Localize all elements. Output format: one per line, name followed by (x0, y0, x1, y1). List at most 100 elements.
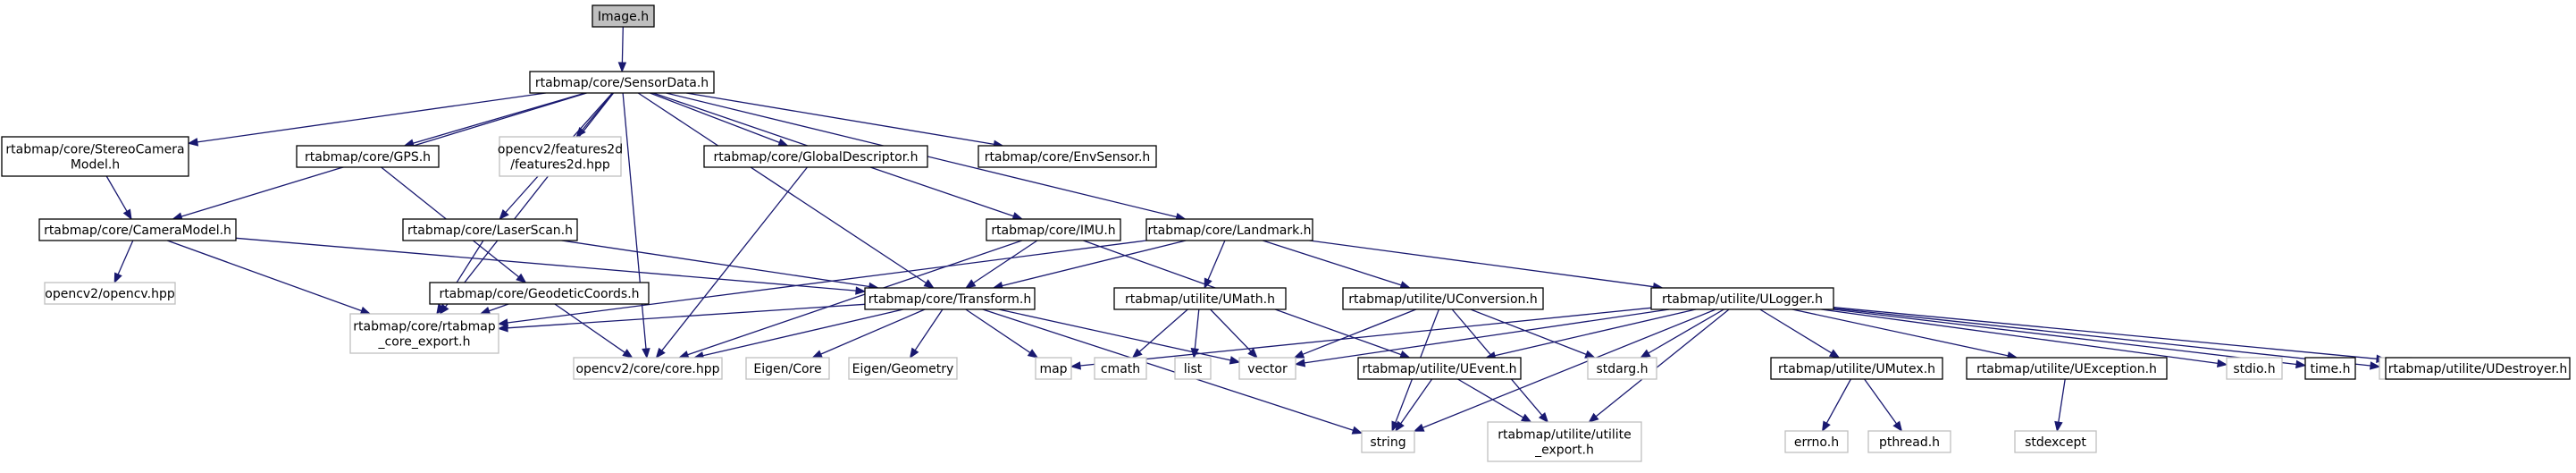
edge-arrowhead (187, 138, 199, 147)
node-stdarg-h: stdarg.h (1587, 357, 1657, 380)
edge-ulogger_h-to-stdio_h (1821, 308, 2228, 368)
edge-ulogger_h-to-time_h (1833, 308, 2307, 369)
node-umutex-h[interactable]: rtabmap/utilite/UMutex.h (1770, 357, 1943, 380)
node-label: rtabmap/core/LaserScan.h (407, 224, 573, 238)
edge-line (1833, 308, 2371, 367)
edge-arrowhead (1131, 348, 1143, 359)
edge-uexception_h-to-stdexcept (2054, 378, 2066, 433)
node-label: _core_export.h (378, 335, 471, 350)
edge-arrowhead (2054, 420, 2063, 433)
node-utilite-export-h: rtabmap/utilite/utilite_export.h (1487, 421, 1642, 462)
edge-line (1759, 308, 1833, 354)
edge-line (1864, 378, 1898, 425)
node-errno-h: errno.h (1784, 430, 1849, 453)
node-envsensor-h[interactable]: rtabmap/core/EnvSensor.h (978, 145, 1157, 168)
edge-line (650, 92, 780, 144)
edge-ulogger_h-to-string (1413, 308, 1716, 432)
node-ulogger-h[interactable]: rtabmap/utilite/ULogger.h (1650, 287, 1834, 310)
edge-umath_h-to-vector (1210, 308, 1258, 359)
node-globaldescriptor-h[interactable]: rtabmap/core/GlobalDescriptor.h (703, 145, 928, 168)
node-time-h[interactable]: time.h (2304, 357, 2356, 380)
edge-landmark_h-to-umath_h (1204, 240, 1226, 290)
edge-arrowhead (1247, 348, 1258, 359)
edge-line (1422, 308, 1716, 429)
edge-arrowhead (1294, 359, 1306, 367)
edge-uevent_h-to-string (1395, 378, 1433, 433)
edge-umutex_h-to-errno_h (1821, 378, 1851, 433)
edge-arrowhead (1538, 411, 1549, 424)
edge-line (622, 92, 647, 350)
node-sensordata-h[interactable]: rtabmap/core/SensorData.h (529, 71, 715, 94)
edge-line (105, 175, 128, 212)
node-label: pthread.h (1879, 435, 1940, 450)
edge-line (1825, 378, 1851, 424)
node-label: rtabmap/utilite/UException.h (1976, 362, 2157, 376)
node-label: stdio.h (2233, 362, 2275, 376)
node-geodeticcoords-h[interactable]: rtabmap/core/GeodeticCoords.h (429, 282, 650, 305)
nodes-layer: Image.h rtabmap/core/SensorData.h rtabmap/… (1, 4, 2571, 462)
node-laserscan-h[interactable]: rtabmap/core/LaserScan.h (402, 218, 578, 241)
edge-arrowhead (122, 208, 132, 221)
edge-line (1821, 308, 2219, 365)
node-cameramodel-h[interactable]: rtabmap/core/CameraModel.h (38, 218, 237, 241)
node-label: cmath (1101, 362, 1140, 376)
edge-arrowhead (964, 279, 977, 289)
edge-line (1302, 308, 1417, 355)
node-uevent-h[interactable]: rtabmap/utilite/UEvent.h (1357, 357, 1522, 380)
edge-line (1833, 308, 2297, 366)
node-box (1587, 357, 1657, 380)
edge-geodeticcoords_h-to-core_hpp (554, 303, 634, 359)
node-image-h[interactable]: Image.h (592, 4, 655, 28)
edge-arrowhead (1204, 277, 1212, 290)
edge-arrowhead (617, 62, 627, 73)
edge-line (117, 240, 134, 275)
node-label: rtabmap/core/StereoCamera (5, 143, 184, 157)
edge-ulogger_h-to-uevent_h (1484, 308, 1696, 360)
edge-line (637, 92, 927, 284)
node-transform-h[interactable]: rtabmap/core/Transform.h (864, 287, 1036, 310)
node-gps-h[interactable]: rtabmap/core/GPS.h (296, 145, 440, 168)
node-box (349, 313, 499, 354)
node-label: opencv2/opencv.hpp (45, 287, 175, 301)
edge-arrowhead (2370, 361, 2381, 370)
edge-arrowhead (2295, 359, 2307, 369)
node-string: string (1361, 430, 1415, 453)
edge-line (1309, 240, 1654, 288)
edge-line (2058, 378, 2066, 423)
edge-cameramodel_h-to-transform_h (235, 237, 867, 295)
edge-line (489, 303, 509, 312)
node-box (1784, 430, 1849, 453)
node-label: opencv2/core/core.hpp (575, 362, 719, 376)
node-box (986, 218, 1121, 241)
node-map: map (1035, 357, 1072, 380)
node-imu-h[interactable]: rtabmap/core/IMU.h (986, 218, 1121, 241)
edge-line (702, 308, 904, 357)
edge-arrowhead (1821, 420, 1831, 433)
edge-umath_h-to-list (1190, 308, 1200, 359)
edge-imu_h-to-transform_h (964, 240, 1038, 289)
edge-arrowhead (1070, 361, 1081, 370)
node-umath-h[interactable]: rtabmap/utilite/UMath.h (1113, 287, 1287, 310)
node-box (1867, 430, 1951, 453)
node-label: rtabmap/core/EnvSensor.h (985, 150, 1151, 165)
node-uexception-h[interactable]: rtabmap/utilite/UException.h (1966, 357, 2168, 380)
node-box (1650, 287, 1834, 310)
node-label: rtabmap/core/IMU.h (991, 224, 1115, 238)
node-box (703, 145, 928, 168)
edge-image_h-to-sensordata_h (617, 26, 627, 73)
node-udestroyer-h[interactable]: rtabmap/utilite/UDestroyer.h (2385, 357, 2571, 380)
edge-line (1210, 308, 1252, 352)
edge-arrowhead (2217, 359, 2228, 368)
edge-arrowhead (777, 138, 789, 147)
node-label: rtabmap/core/SensorData.h (535, 76, 709, 90)
node-label: rtabmap/utilite/utilite (1498, 428, 1632, 443)
edge-line (554, 303, 625, 353)
node-box (848, 357, 958, 380)
edge-line (1648, 308, 1724, 354)
edge-arrowhead (811, 350, 823, 359)
node-uconversion-h[interactable]: rtabmap/utilite/UConversion.h (1342, 287, 1544, 310)
node-landmark-h[interactable]: rtabmap/core/Landmark.h (1145, 218, 1313, 241)
edge-arrowhead (1399, 351, 1411, 359)
edge-globaldescriptor_h-to-core_hpp (655, 166, 809, 359)
